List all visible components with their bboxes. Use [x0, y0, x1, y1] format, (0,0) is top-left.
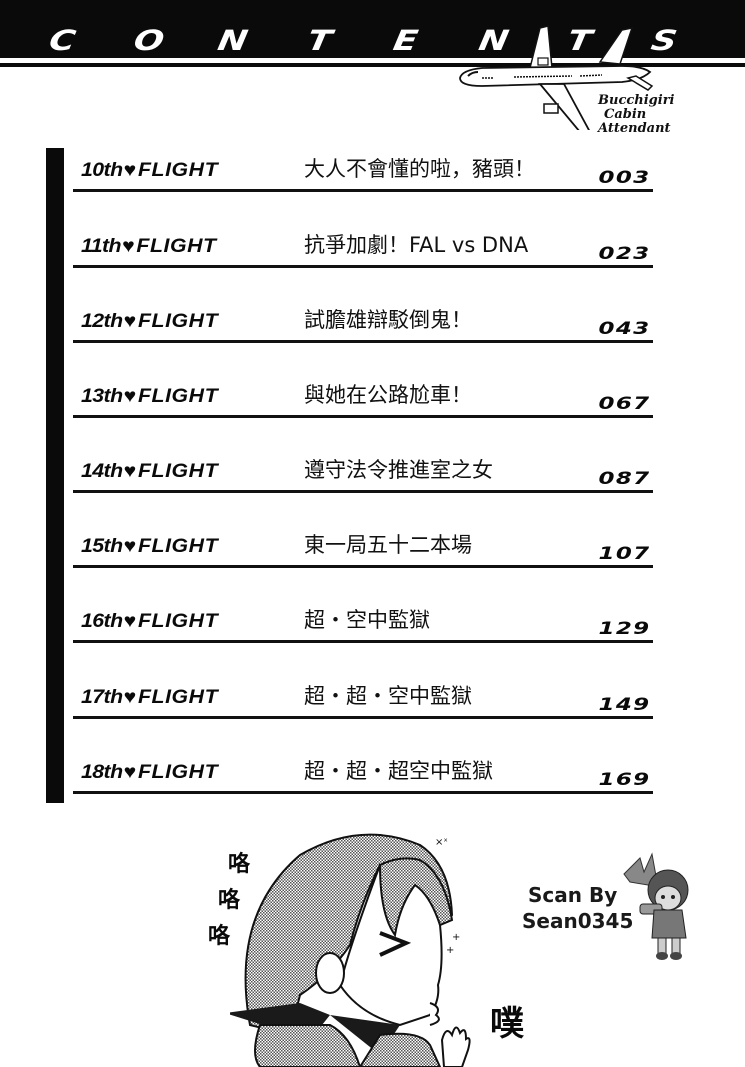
flight-label: 14th♥FLIGHT: [81, 461, 219, 482]
row-divider: [73, 189, 653, 192]
sfx-pu: 噗: [490, 1004, 524, 1044]
page-number: 067: [598, 394, 650, 414]
flight-label: 18th♥FLIGHT: [81, 762, 219, 783]
chapter-title: 與她在公路尬車！: [304, 383, 472, 407]
heart-icon: ♥: [123, 160, 137, 181]
heart-icon: ♥: [123, 687, 137, 708]
row-divider: [73, 265, 653, 268]
row-divider: [73, 490, 653, 493]
chapter-title: 大人不會懂的啦，豬頭！: [304, 157, 535, 181]
mascot-icon: [623, 852, 689, 960]
scan-credit-line2: Sean0345: [522, 909, 634, 933]
sfx-ge: 咯: [228, 852, 251, 877]
chapter-title: 超・超・空中監獄: [304, 684, 472, 708]
toc-entry[interactable]: 17th♥FLIGHT 超・超・空中監獄 149: [73, 643, 653, 719]
heart-icon: ♥: [123, 311, 137, 332]
chapter-title: 遵守法令推進室之女: [304, 458, 493, 482]
flight-label: 15th♥FLIGHT: [81, 536, 219, 557]
svg-text:×ˣ: ×ˣ: [435, 837, 448, 848]
row-divider: [73, 716, 653, 719]
chapter-title: 超・空中監獄: [304, 608, 430, 632]
chapter-title: 試膽雄辯駁倒鬼！: [304, 308, 472, 332]
page-number: 169: [598, 770, 650, 790]
character-illustration: ×ˣ + +: [230, 833, 471, 1067]
heart-icon: ♥: [123, 762, 137, 783]
row-divider: [73, 415, 653, 418]
page-number: 043: [598, 319, 650, 339]
page-number: 087: [598, 469, 650, 489]
toc-entry[interactable]: 18th♥FLIGHT 超・超・超空中監獄 169: [73, 718, 653, 794]
title-letter: T: [304, 24, 335, 57]
heart-icon: ♥: [123, 461, 137, 482]
logo-line: Bucchigiri: [598, 93, 675, 108]
heart-icon: ♥: [122, 236, 136, 257]
title-letter: N: [215, 24, 251, 57]
series-logo: Bucchigiri Cabin Attendant: [598, 94, 688, 136]
toc-entry[interactable]: 15th♥FLIGHT 東一局五十二本場 107: [73, 492, 653, 568]
page-number: 149: [598, 695, 650, 715]
sfx-ge: 咯: [218, 888, 241, 913]
flight-label: 10th♥FLIGHT: [81, 160, 219, 181]
row-divider: [73, 791, 653, 794]
row-divider: [73, 640, 653, 643]
header-rule: [0, 63, 745, 67]
heart-icon: ♥: [123, 611, 137, 632]
page-number: 107: [598, 544, 650, 564]
scan-credit: Scan By Sean0345: [522, 882, 633, 934]
row-divider: [73, 340, 653, 343]
flight-label: 16th♥FLIGHT: [81, 611, 219, 632]
scan-credit-line1: Scan By: [528, 883, 618, 907]
logo-line: Attendant: [598, 121, 671, 136]
title-letter: E: [390, 24, 421, 57]
chapter-title: 抗爭加劇！FAL vs DNA: [304, 233, 529, 257]
heart-icon: ♥: [123, 386, 137, 407]
row-divider: [73, 565, 653, 568]
page-number: 129: [598, 619, 650, 639]
title-letter: C: [46, 24, 79, 57]
sfx-ge: 咯: [208, 924, 231, 949]
chapter-title: 東一局五十二本場: [304, 533, 472, 557]
page-number: 023: [598, 244, 650, 264]
side-bar: [46, 148, 64, 803]
heart-icon: ♥: [123, 536, 137, 557]
airplane-icon: [459, 25, 654, 130]
toc-entry[interactable]: 12th♥FLIGHT 試膽雄辯駁倒鬼！ 043: [73, 267, 653, 343]
svg-text:+: +: [446, 945, 454, 956]
flight-label: 12th♥FLIGHT: [81, 311, 219, 332]
toc-entry[interactable]: 16th♥FLIGHT 超・空中監獄 129: [73, 567, 653, 643]
toc-entry[interactable]: 14th♥FLIGHT 遵守法令推進室之女 087: [73, 417, 653, 493]
toc-entry[interactable]: 10th♥FLIGHT 大人不會懂的啦，豬頭！ 003: [73, 116, 653, 192]
toc-entry[interactable]: 11th♥FLIGHT 抗爭加劇！FAL vs DNA 023: [73, 192, 653, 268]
chapter-title: 超・超・超空中監獄: [304, 759, 493, 783]
flight-label: 11th♥FLIGHT: [81, 236, 217, 257]
svg-text:+: +: [452, 932, 460, 943]
title-letter: O: [131, 24, 167, 57]
flight-label: 17th♥FLIGHT: [81, 687, 219, 708]
page-number: 003: [598, 168, 650, 188]
logo-line: Cabin: [604, 107, 647, 122]
flight-label: 13th♥FLIGHT: [81, 386, 219, 407]
toc-entry[interactable]: 13th♥FLIGHT 與她在公路尬車！ 067: [73, 342, 653, 418]
